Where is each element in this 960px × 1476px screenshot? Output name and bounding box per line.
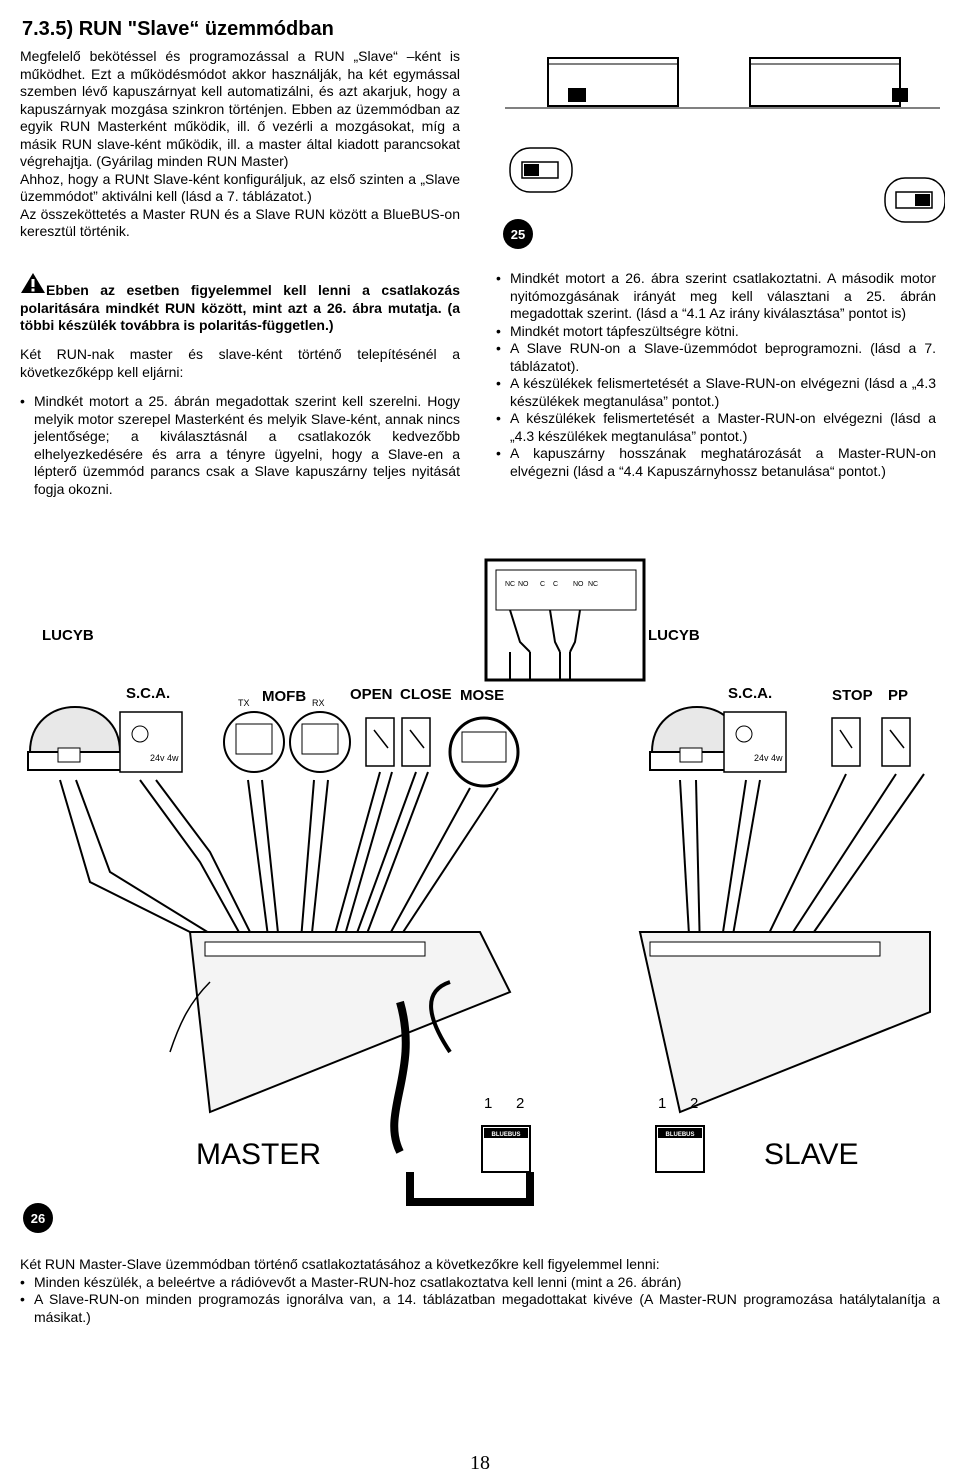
procedure-list-left: Mindkét motort a 25. ábrán megadottak sz…	[20, 393, 460, 498]
control-unit-master	[188, 931, 512, 1154]
control-unit-slave	[638, 931, 931, 1114]
photocell-tx	[223, 711, 285, 773]
page-number: 18	[470, 1452, 490, 1474]
list-item: A készülékek felismertetését a Master-RU…	[496, 410, 936, 445]
figure-25: 25	[503, 57, 945, 249]
warning-block: Ebben az esetben figyelemmel kell lenni …	[20, 272, 460, 335]
sca-right-label: S.C.A.	[728, 685, 772, 702]
svg-text:2: 2	[690, 1095, 698, 1112]
svg-text:26: 26	[31, 1211, 45, 1226]
svg-text:25: 25	[511, 227, 525, 242]
lucyb-left-label: LUCYB	[42, 627, 94, 644]
svg-text:BLUEBUS: BLUEBUS	[491, 1132, 520, 1138]
intro-paragraph: Megfelelő bekötéssel és programozással a…	[20, 48, 460, 169]
master-label: MASTER	[196, 1138, 321, 1171]
svg-text:1: 1	[484, 1095, 492, 1112]
close-label: CLOSE	[400, 686, 452, 703]
left-column: Megfelelő bekötéssel és programozással a…	[20, 48, 460, 241]
stop-label: STOP	[832, 687, 873, 704]
svg-text:C: C	[553, 581, 558, 588]
wiring-left	[59, 771, 499, 953]
wiring-right	[679, 773, 925, 953]
list-item: Minden készülék, a beleértve a rádióvevő…	[20, 1274, 940, 1292]
warning-text: Ebben az esetben figyelemmel kell lenni …	[20, 282, 460, 333]
mose-label: MOSE	[460, 687, 504, 704]
bottom-notes: Két RUN Master-Slave üzemmódban történő …	[20, 1256, 940, 1326]
direction-selector-left	[509, 147, 573, 193]
svg-text:NC: NC	[588, 581, 598, 588]
lucyb-right-label: LUCYB	[648, 627, 700, 644]
svg-text:2: 2	[516, 1095, 524, 1112]
svg-text:NO: NO	[573, 581, 584, 588]
figure-25-badge: 25	[503, 219, 533, 249]
bluebus-connector-right: 1 2 BLUEBUS	[655, 1095, 705, 1173]
bottom-list: Minden készülék, a beleértve a rádióvevő…	[20, 1274, 940, 1327]
procedure-block: Két RUN-nak master és slave-ként történő…	[20, 346, 460, 498]
svg-text:BLUEBUS: BLUEBUS	[665, 1132, 694, 1138]
list-item: Mindkét motort a 25. ábrán megadottak sz…	[20, 393, 460, 498]
stop-pp-switches	[831, 717, 911, 767]
tx-label: TX	[238, 698, 250, 708]
bus-cable	[406, 1172, 534, 1206]
sca-left-label: S.C.A.	[126, 685, 170, 702]
list-item: A Slave RUN-on a Slave-üzemmódot beprogr…	[496, 340, 936, 375]
motor-right-illustration	[749, 57, 908, 107]
arrow-left-icon	[169, 981, 211, 1053]
lamp-right-illustration	[649, 706, 745, 771]
lamp-left-illustration	[27, 706, 123, 771]
sca-bulb-right: 24v 4w	[723, 711, 787, 773]
rx-label: RX	[312, 698, 325, 708]
svg-text:24v 4w: 24v 4w	[150, 753, 179, 763]
connection-paragraph: Az összeköttetés a Master RUN és a Slave…	[20, 205, 460, 240]
warning-icon	[21, 273, 45, 293]
list-item: A készülékek felismertetését a Slave-RUN…	[496, 375, 936, 410]
direction-selector-right	[884, 177, 945, 223]
bottom-intro: Két RUN Master-Slave üzemmódban történő …	[20, 1256, 660, 1272]
svg-text:NC: NC	[505, 581, 515, 588]
mofb-label: MOFB	[262, 688, 306, 705]
figure-26-badge: 26	[23, 1203, 53, 1233]
procedure-intro: Két RUN-nak master és slave-ként történő…	[20, 346, 460, 380]
config-paragraph: Ahhoz, hogy a RUNt Slave-ként konfigurál…	[20, 170, 460, 205]
list-item: Mindkét motort a 26. ábra szerint csatla…	[496, 270, 936, 323]
open-close-switches	[365, 717, 431, 767]
motor-left-illustration	[547, 57, 679, 107]
photocell-rx	[289, 711, 351, 773]
mose-keyswitch	[448, 716, 520, 788]
list-item: Mindkét motort tápfeszültségre kötni.	[496, 323, 936, 341]
section-heading: 7.3.5) RUN "Slave“ üzemmódban	[22, 18, 334, 40]
list-item: A Slave-RUN-on minden programozás ignorá…	[20, 1291, 940, 1326]
bluebus-connector-left: 1 2 BLUEBUS	[481, 1095, 531, 1173]
procedure-list-right: Mindkét motort a 26. ábra szerint csatla…	[496, 270, 936, 480]
svg-text:C: C	[540, 581, 545, 588]
sca-bulb-left: 24v 4w	[119, 711, 183, 773]
open-label: OPEN	[350, 686, 393, 703]
svg-text:24v 4w: 24v 4w	[754, 753, 783, 763]
svg-text:NO: NO	[518, 581, 529, 588]
arrow-right-icon	[429, 980, 452, 1054]
figure-26: NC NO C C NO NC LUCYB LUCYB S.C.A. S.C.A…	[23, 558, 931, 1233]
terminal-block-top: NC NO C C NO NC	[484, 558, 646, 682]
svg-text:1: 1	[658, 1095, 666, 1112]
pp-label: PP	[888, 687, 908, 704]
slave-label: SLAVE	[764, 1138, 859, 1171]
list-item: A kapuszárny hosszának meghatározását a …	[496, 445, 936, 480]
right-column: Mindkét motort a 26. ábra szerint csatla…	[496, 270, 936, 480]
